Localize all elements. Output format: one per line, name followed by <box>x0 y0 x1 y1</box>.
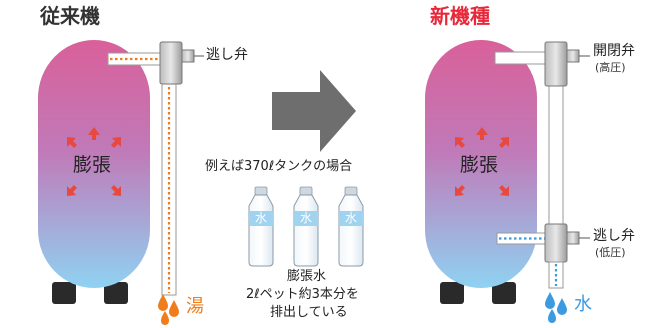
bottle-3-label-band <box>339 211 363 226</box>
new-drop-3 <box>548 309 556 323</box>
old-expansion-label: 膨張 <box>73 154 112 176</box>
new-open-close-valve <box>544 41 568 87</box>
old-drop-1 <box>158 294 168 311</box>
bottle-1-body <box>248 194 274 267</box>
old-hot-water-drops <box>158 294 179 325</box>
new-drop-2 <box>557 298 567 315</box>
old-relief-valve-cap <box>181 49 195 63</box>
caption-line-2: 2ℓペット約3本分を <box>246 287 359 302</box>
new-relief-valve <box>544 223 568 263</box>
bottle-1-label-band <box>249 211 273 226</box>
new-top-pipe <box>494 51 548 65</box>
new-relief-valve-label: 逃し弁 <box>593 228 635 244</box>
new-model-group <box>425 40 590 323</box>
caption-line-3: 排出している <box>270 305 348 320</box>
new-model-title: 新機種 <box>430 4 490 28</box>
bottle-1-text: 水 <box>255 211 268 225</box>
old-tank-body <box>38 40 150 288</box>
new-tank-leg-right <box>492 282 516 304</box>
bottle-1 <box>248 186 274 267</box>
bottle-2-label-band <box>294 211 318 226</box>
new-arrow-up-right <box>499 137 509 148</box>
new-tank-leg-left <box>440 282 464 304</box>
new-arrow-down-right <box>499 185 509 196</box>
old-tank-leg-right <box>104 282 128 304</box>
middle-group <box>248 70 364 267</box>
bottle-3-text: 水 <box>345 211 358 225</box>
old-model-title: 従来機 <box>40 4 100 28</box>
old-relief-valve-label: 逃し弁 <box>206 47 248 63</box>
new-arrow-down-left <box>455 185 465 196</box>
bottle-2-text: 水 <box>300 211 313 225</box>
old-tank-leg-left <box>52 282 76 304</box>
caption-line-1: 膨張水 <box>287 269 327 284</box>
new-arrow-up-left <box>455 137 465 148</box>
old-arrow-up-left <box>67 137 77 148</box>
new-relief-valve-cap <box>566 231 580 245</box>
old-expansion-arrows <box>67 127 121 196</box>
example-label: 例えば370ℓタンクの場合 <box>205 159 353 174</box>
old-drop-2 <box>169 300 179 317</box>
old-arrow-up-right <box>111 137 121 148</box>
new-tank-body <box>425 40 537 288</box>
bottle-3-cap <box>344 186 358 196</box>
old-arrow-up <box>88 127 100 140</box>
new-drop-1 <box>545 292 555 309</box>
new-low-pressure-label: (低圧) <box>595 246 626 259</box>
transition-arrow <box>272 70 356 152</box>
new-expansion-arrows <box>455 127 509 196</box>
new-expansion-label: 膨張 <box>460 154 499 176</box>
old-relief-valve <box>159 41 183 85</box>
new-outflow-label: 水 <box>574 294 592 315</box>
old-outflow-label: 湯 <box>186 296 204 317</box>
old-arrow-down-right <box>111 185 121 196</box>
old-arrow-down-left <box>67 185 77 196</box>
old-model-group <box>38 40 204 325</box>
bottle-3 <box>338 186 364 267</box>
bottle-1-cap <box>254 186 268 196</box>
bottle-2-body <box>293 194 319 267</box>
new-cold-water-drops <box>545 292 567 323</box>
bottle-2-cap <box>299 186 313 196</box>
bottle-2 <box>293 186 319 267</box>
new-high-pressure-label: (高圧) <box>595 61 626 74</box>
old-drop-3 <box>161 311 169 325</box>
new-open-close-valve-label: 開閉弁 <box>593 43 635 59</box>
new-open-close-valve-cap <box>566 49 580 63</box>
bottle-3-body <box>338 194 364 267</box>
new-arrow-up <box>476 127 488 140</box>
